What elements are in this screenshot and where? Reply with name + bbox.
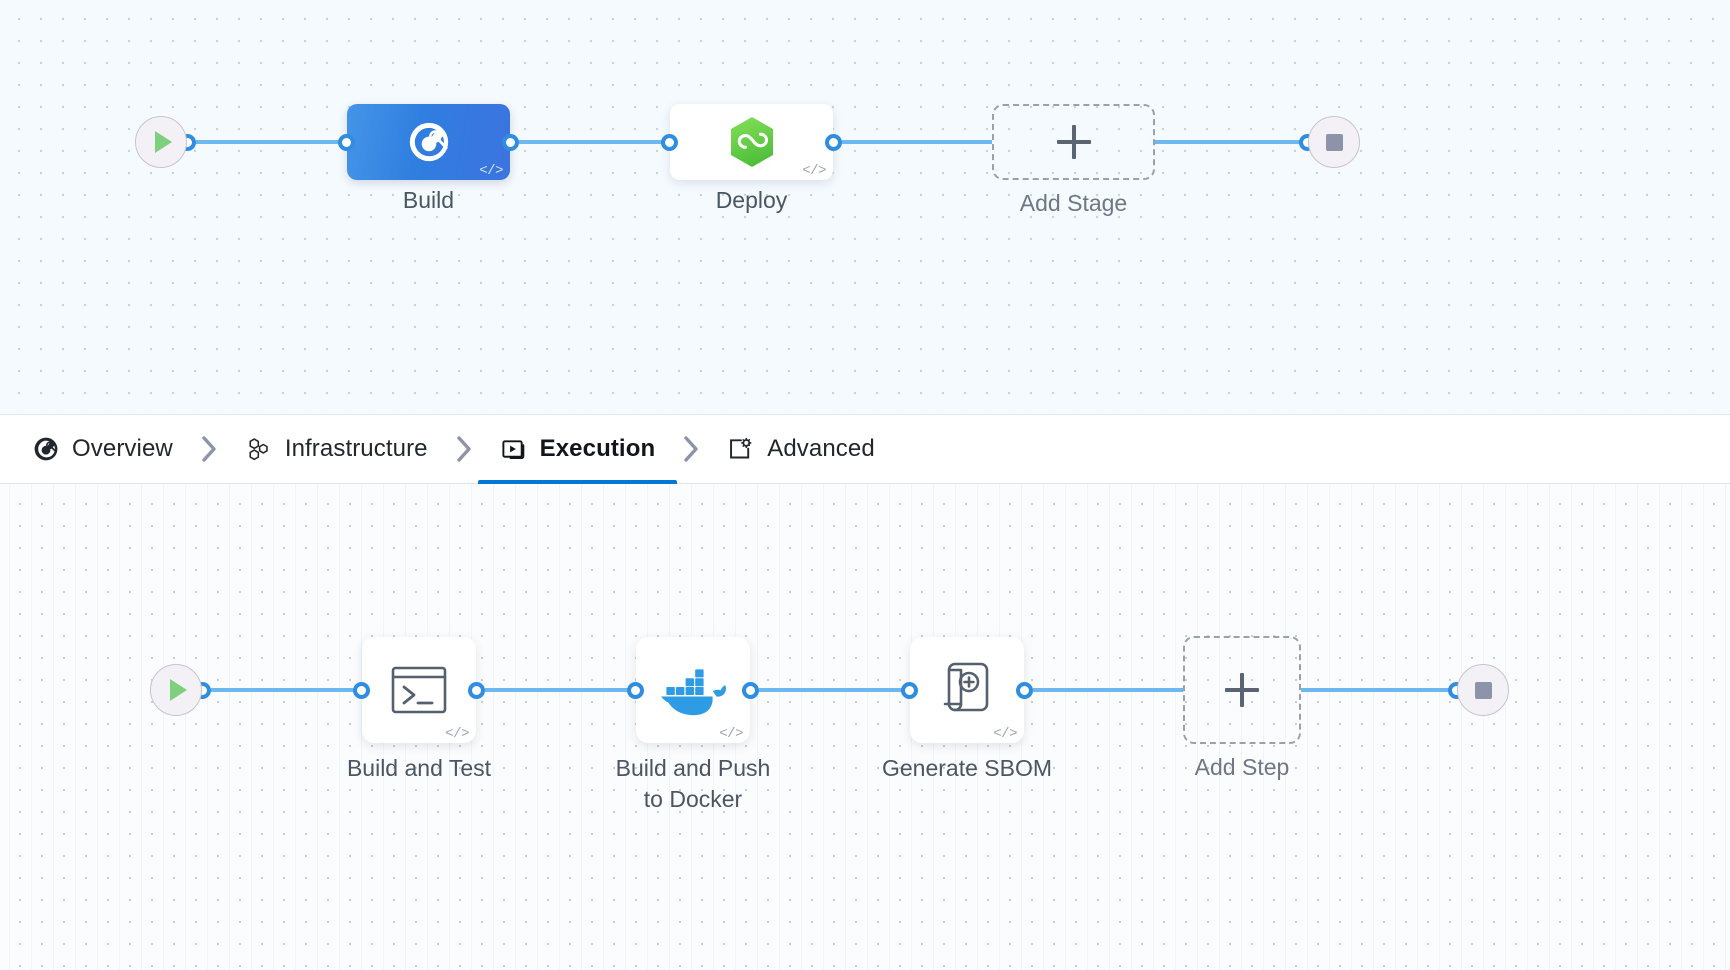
stage-node-deploy-wrap: </> Deploy bbox=[670, 104, 833, 213]
connector-add-exec-end bbox=[1301, 688, 1456, 692]
execution-end-node[interactable] bbox=[1457, 664, 1509, 716]
stage-node-build-wrap: </> Build bbox=[347, 104, 510, 213]
port-build-in[interactable] bbox=[338, 133, 355, 151]
code-badge[interactable]: </> bbox=[479, 163, 503, 179]
tab-overview-label: Overview bbox=[72, 435, 173, 462]
tab-infrastructure[interactable]: Infrastructure bbox=[241, 414, 432, 484]
tab-infrastructure-label: Infrastructure bbox=[284, 435, 428, 462]
stage-row: </> Build bbox=[135, 104, 1360, 216]
port-step2-in[interactable] bbox=[627, 681, 644, 699]
add-stage-label: Add Stage bbox=[1019, 190, 1128, 216]
docker-icon bbox=[657, 663, 729, 717]
overview-pie-icon bbox=[32, 436, 59, 463]
pipeline-end-node[interactable] bbox=[1308, 116, 1360, 168]
execution-start-node[interactable] bbox=[150, 664, 202, 716]
connector-step3-add bbox=[1033, 688, 1183, 692]
tab-advanced[interactable]: Advanced bbox=[723, 414, 879, 484]
plus-icon bbox=[1056, 125, 1091, 159]
code-badge[interactable]: </> bbox=[719, 726, 743, 742]
chevron-right-icon bbox=[659, 434, 723, 464]
connector-start-build bbox=[196, 140, 346, 144]
harness-cd-infinity-icon bbox=[728, 116, 776, 168]
step-node-build-and-test[interactable]: </> bbox=[362, 637, 476, 743]
step-label-generate-sbom: Generate SBOM bbox=[881, 755, 1053, 781]
stage-graph-canvas[interactable]: </> Build bbox=[0, 0, 1730, 414]
code-badge[interactable]: </> bbox=[802, 163, 826, 179]
step-label-build-and-push-to-docker: Build and Push to Docker bbox=[615, 755, 771, 812]
sbom-scroll-icon bbox=[936, 660, 998, 720]
step-node-build-and-push-to-docker[interactable]: </> bbox=[636, 637, 750, 743]
port-step1-out[interactable] bbox=[468, 681, 485, 699]
add-step-label: Add Step bbox=[1194, 754, 1290, 780]
port-deploy-in[interactable] bbox=[661, 133, 678, 151]
pipeline-start-node[interactable] bbox=[135, 116, 187, 168]
stop-icon bbox=[1474, 681, 1492, 699]
port-step3-out[interactable] bbox=[1016, 681, 1033, 699]
connector-step1-step2 bbox=[485, 688, 635, 692]
tab-overview[interactable]: Overview bbox=[28, 414, 177, 484]
add-step-button[interactable]: Add Step bbox=[1183, 636, 1301, 780]
code-badge[interactable]: </> bbox=[993, 726, 1017, 742]
hexagon-cluster-icon bbox=[245, 436, 272, 463]
play-icon bbox=[170, 679, 187, 701]
chevron-right-icon bbox=[432, 434, 496, 464]
connector-build-deploy bbox=[519, 140, 669, 144]
tab-execution-label: Execution bbox=[539, 435, 656, 462]
connector-deploy-add bbox=[842, 140, 992, 144]
stage-label-deploy: Deploy bbox=[715, 187, 788, 213]
connector-step2-step3 bbox=[759, 688, 909, 692]
harness-ci-icon bbox=[406, 119, 452, 165]
connector-add-end bbox=[1155, 140, 1307, 144]
stop-icon bbox=[1325, 133, 1343, 151]
tab-advanced-label: Advanced bbox=[767, 435, 875, 462]
terminal-icon bbox=[390, 665, 448, 715]
add-stage-button[interactable]: Add Stage bbox=[992, 104, 1155, 216]
step-label-build-and-test: Build and Test bbox=[346, 755, 492, 781]
step-node-generate-sbom[interactable]: </> bbox=[910, 637, 1024, 743]
port-step2-out[interactable] bbox=[742, 681, 759, 699]
chevron-right-icon bbox=[177, 434, 241, 464]
port-step1-in[interactable] bbox=[353, 681, 370, 699]
step-node-generate-sbom-wrap: </> Generate SBOM bbox=[882, 637, 1052, 781]
port-deploy-out[interactable] bbox=[825, 133, 842, 151]
box-gear-icon bbox=[727, 436, 754, 463]
stage-label-build: Build bbox=[402, 187, 455, 213]
code-badge[interactable]: </> bbox=[445, 726, 469, 742]
step-node-build-and-test-wrap: </> Build and Test bbox=[347, 637, 491, 781]
tab-execution[interactable]: Execution bbox=[477, 414, 677, 484]
port-step3-in[interactable] bbox=[901, 681, 918, 699]
connector-start-step1 bbox=[211, 688, 361, 692]
step-node-build-and-push-wrap: </> Build and Push to Docker bbox=[616, 637, 770, 812]
stage-node-deploy[interactable]: </> bbox=[670, 104, 833, 180]
port-build-out[interactable] bbox=[502, 133, 519, 151]
play-box-icon bbox=[500, 436, 527, 463]
step-row: </> Build and Test bbox=[150, 636, 1509, 812]
play-icon bbox=[155, 131, 172, 153]
plus-icon bbox=[1225, 673, 1259, 707]
execution-graph-canvas[interactable]: </> Build and Test bbox=[0, 484, 1730, 970]
stage-config-tabs: Overview Infrastructure bbox=[0, 414, 1730, 484]
stage-node-build[interactable]: </> bbox=[347, 104, 510, 180]
